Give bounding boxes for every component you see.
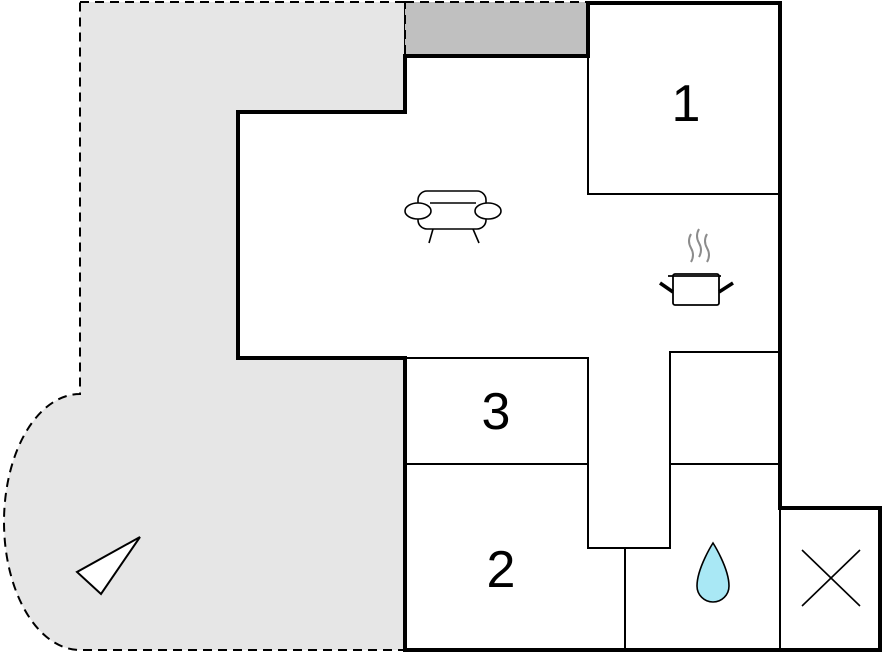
balcony: [404, 1, 589, 56]
interior-floor: [238, 3, 880, 650]
north-arrow-icon: [75, 536, 141, 596]
cross-icon: [801, 549, 861, 607]
room-2-number: 2: [487, 541, 516, 599]
room-1-number: 1: [672, 75, 701, 133]
room-3-number: 3: [482, 383, 511, 441]
sofa-icon: [404, 190, 502, 244]
water-drop-icon: [696, 541, 730, 603]
interior-walls: [405, 56, 780, 650]
cooking-pot-icon: [659, 228, 734, 306]
terrace: [3, 1, 406, 651]
